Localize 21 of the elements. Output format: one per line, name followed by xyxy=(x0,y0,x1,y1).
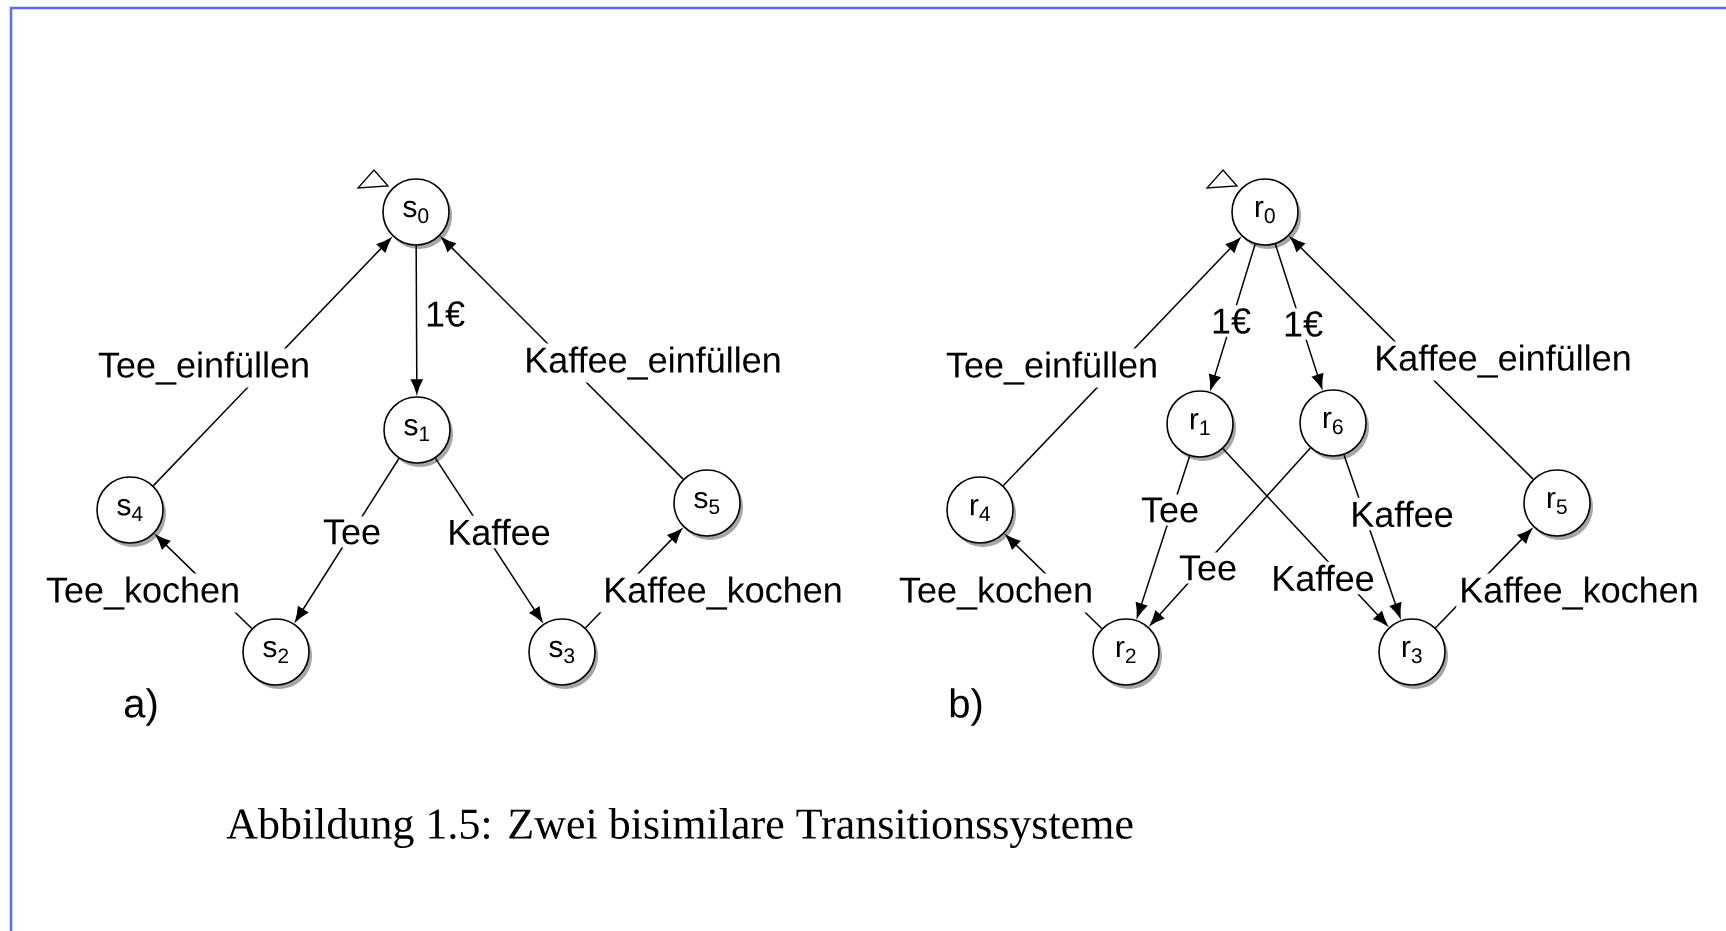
edge-label: Kaffee xyxy=(444,515,554,549)
edge-label: Kaffee_kochen xyxy=(1456,573,1702,613)
panel-label: a) xyxy=(124,688,157,726)
edge-label: Tee_einfüllen xyxy=(94,348,314,388)
edge-label: 1€ xyxy=(1280,308,1327,340)
edge-label: Tee_kochen xyxy=(895,573,1097,613)
edge-label: 1€ xyxy=(422,298,469,330)
edge-label: Kaffee xyxy=(1268,561,1378,595)
edge-label: Tee_einfüllen xyxy=(942,348,1162,388)
edge-label: Tee xyxy=(320,516,385,548)
panel-label: b) xyxy=(950,688,982,726)
arrow xyxy=(410,245,423,394)
edge-label: Tee xyxy=(1176,552,1241,584)
edge-label: 1€ xyxy=(1208,305,1255,337)
caption: Abbildung 1.5: Zwei bisimilare Transitionssysteme xyxy=(226,808,1133,848)
edge-label: Tee_kochen xyxy=(42,573,244,613)
edge-label: Tee xyxy=(1138,494,1203,526)
edge-label: Kaffee_einfüllen xyxy=(1371,341,1635,381)
edge-label: Kaffee_einfüllen xyxy=(521,343,785,383)
edge-label: Kaffee_kochen xyxy=(600,573,846,613)
edge-label: Kaffee xyxy=(1347,497,1457,531)
